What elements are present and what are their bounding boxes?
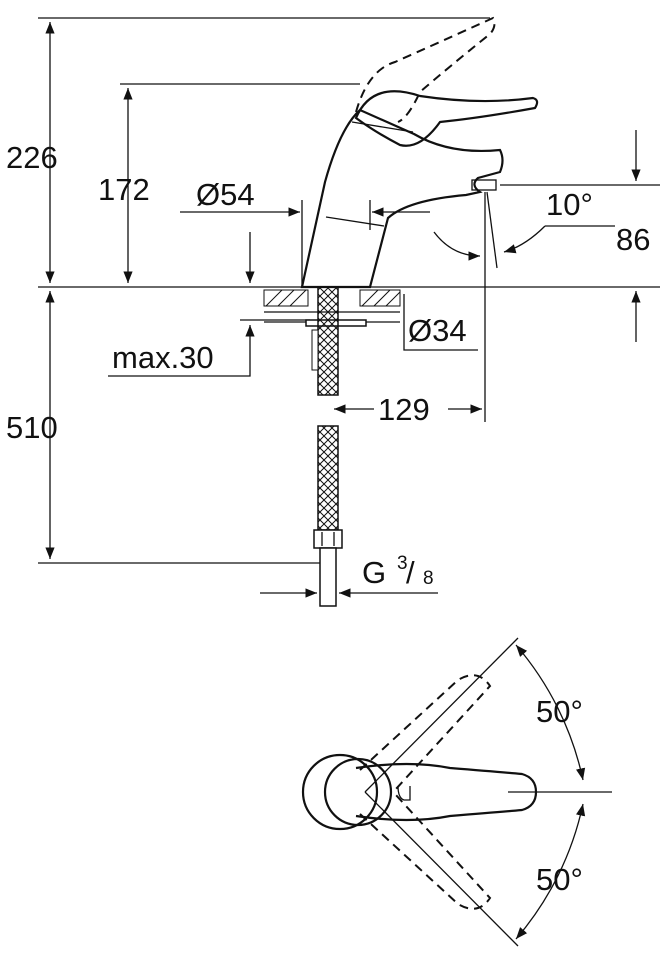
dim-226-label: 226 [6, 140, 58, 175]
body-outer-circle [301, 753, 379, 831]
angle-10-arc-left [433, 231, 481, 261]
thread-denominator: 8 [423, 568, 434, 589]
upper-reference-line [364, 637, 519, 793]
angle-arc-upper [515, 644, 586, 781]
dim-510-label: 510 [6, 410, 58, 445]
thread-letter: G [362, 555, 386, 590]
thread-numerator: 3 [397, 553, 408, 574]
dim-129-label: 129 [378, 392, 430, 427]
angle-10-arc-right [503, 225, 546, 254]
lever-seam [351, 121, 414, 133]
dim-34-label: Ø34 [408, 313, 467, 348]
angle-lower-label: 50° [536, 862, 583, 897]
faucet-body [300, 90, 539, 289]
lever-raised-outline [355, 16, 496, 123]
hose-nut [313, 529, 343, 549]
max30-leader [108, 372, 251, 377]
spray-angle-line [486, 191, 498, 269]
top-view: 50° 50° [301, 637, 612, 947]
dim-172-label: 172 [98, 172, 150, 207]
dim-max30-label: max.30 [112, 340, 214, 375]
supply-hoses [311, 286, 343, 607]
side-view: 226 172 510 Ø54 max.30 Ø34 129 10° [6, 16, 660, 607]
dim-34-leader [403, 294, 478, 351]
angle-upper-label: 50° [536, 694, 583, 729]
lever-top [355, 762, 538, 822]
angle-arc-lower [515, 803, 586, 940]
dim-10-label: 10° [546, 187, 593, 222]
body-seam [325, 216, 385, 227]
lever-rotated-down [359, 793, 492, 910]
lever-rotated-up [359, 674, 492, 791]
dim-54-label: Ø54 [196, 177, 255, 212]
body-inner-circle [323, 757, 393, 827]
aerator [471, 179, 497, 191]
dim-86-label: 86 [616, 222, 650, 257]
thread-slash: / [406, 555, 415, 590]
lower-reference-line [364, 791, 519, 947]
lever-marker [397, 785, 411, 801]
hose-tail [319, 547, 337, 607]
